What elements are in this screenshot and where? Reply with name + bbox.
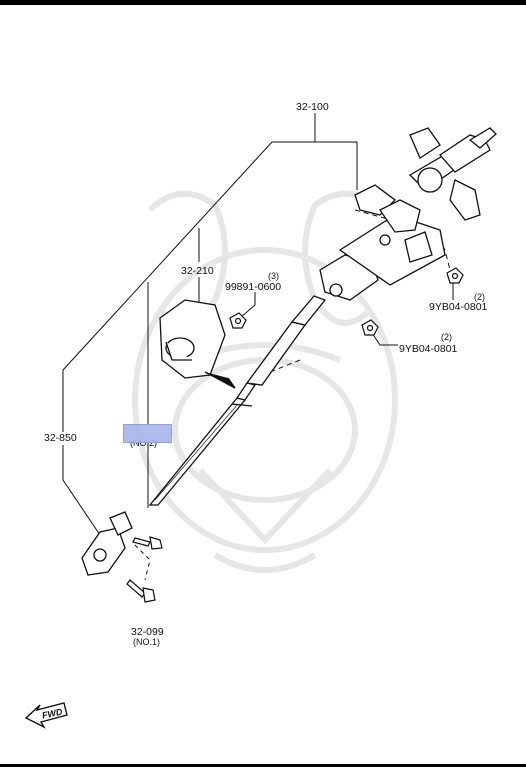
universal-joint xyxy=(81,511,133,576)
label-9yb04-upper: 9YB04-0801 xyxy=(429,301,488,313)
label-hidden-note: (NO.2) xyxy=(130,438,157,448)
bottom-rule xyxy=(0,764,526,767)
label-32-850: 32-850 xyxy=(44,432,77,444)
steering-shaft xyxy=(148,295,327,506)
label-32-100: 32-100 xyxy=(296,101,329,113)
label-32-099: 32-099 xyxy=(131,626,164,638)
nut-99891 xyxy=(229,312,247,329)
qty-9yb04-upper: (2) xyxy=(474,292,485,302)
label-99891: 99891-0600 xyxy=(225,281,281,293)
qty-99891: (3) xyxy=(268,271,279,281)
fwd-arrow-icon: FWD xyxy=(24,702,68,729)
nut-9yb04-upper xyxy=(446,267,464,284)
column-assembly xyxy=(319,127,497,301)
label-bolt-note: (NO.1) xyxy=(133,637,160,647)
bolt-upper xyxy=(132,536,163,550)
top-rule xyxy=(0,0,526,5)
bolt-32-099 xyxy=(126,579,156,603)
label-9yb04-lower: 9YB04-0801 xyxy=(399,343,458,355)
leader-lines xyxy=(62,113,454,581)
nut-9yb04-lower xyxy=(361,319,379,336)
column-cover xyxy=(159,299,236,389)
fwd-label: FWD xyxy=(41,706,64,720)
highlight-box xyxy=(123,424,172,443)
qty-9yb04-lower: (2) xyxy=(441,332,452,342)
label-32-210: 32-210 xyxy=(181,265,214,277)
